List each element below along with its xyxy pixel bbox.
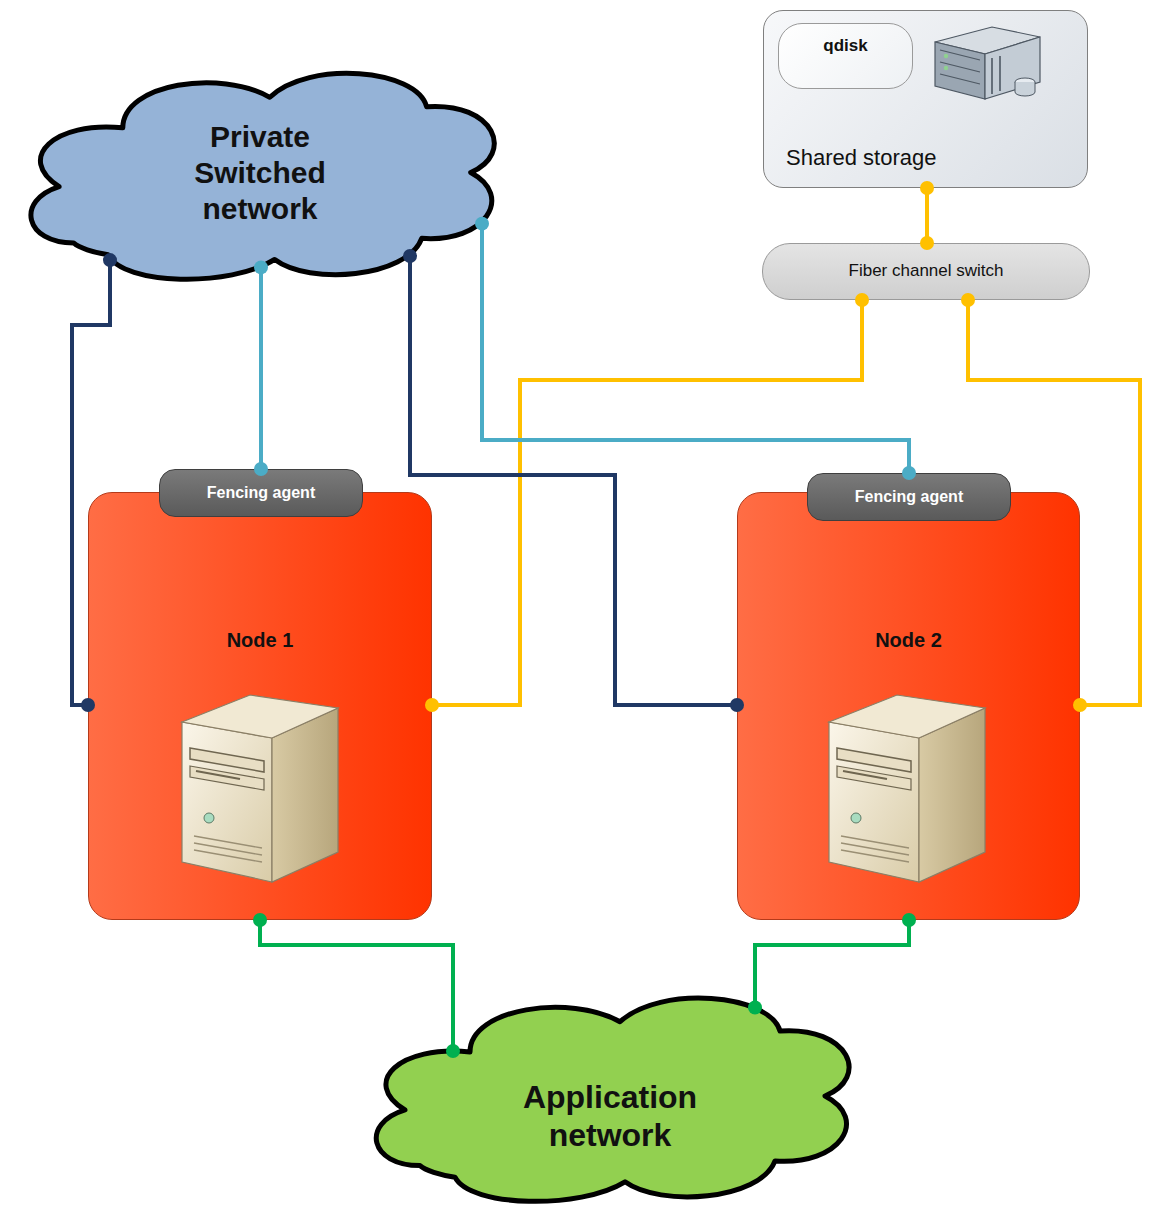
connector-dot: [1073, 698, 1087, 712]
switch-box: Fiber channel switch: [762, 243, 1090, 300]
fencing-agent-label: Fencing agent: [855, 487, 963, 506]
network-link: [410, 256, 737, 705]
network-cloud-label: Private Switched network: [175, 119, 345, 227]
connector-dot: [902, 466, 916, 480]
network-link: [755, 920, 909, 1007]
connector-dot: [730, 698, 744, 712]
switch-box-label: Fiber channel switch: [849, 261, 1004, 281]
connector-dot: [920, 181, 934, 195]
network-cloud: Application network: [360, 980, 860, 1212]
server-illustration: [182, 695, 338, 882]
network-cloud-label: Application network: [495, 1078, 725, 1155]
cloud-shape: [31, 73, 494, 279]
connector-dot: [961, 293, 975, 307]
server-illustration: [829, 695, 985, 882]
connector-dot: [254, 462, 268, 476]
cluster-node: Node 1Fencing agent: [88, 492, 432, 920]
connector-dot: [403, 249, 417, 263]
connector-dot: [446, 1044, 460, 1058]
network-link: [925, 188, 929, 243]
connector-dot: [253, 913, 267, 927]
connector-dot: [748, 1000, 762, 1014]
network-link: [260, 920, 453, 1051]
connector-dot: [902, 913, 916, 927]
connector-dot: [103, 253, 117, 267]
cluster-node-label: Node 1: [227, 628, 294, 652]
qdisk-box: qdisk: [778, 23, 913, 89]
connector-dot: [920, 236, 934, 250]
fencing-agent: Fencing agent: [159, 469, 363, 517]
storage-illustration: [935, 27, 1040, 99]
cloud-shape: [376, 998, 849, 1201]
qdisk-box-label: qdisk: [823, 36, 867, 56]
storage-box-label: Shared storage: [786, 145, 936, 171]
network-link: [259, 267, 263, 469]
connector-dot: [855, 293, 869, 307]
storage-box: Shared storage qdisk: [763, 10, 1088, 188]
fencing-agent-label: Fencing agent: [207, 483, 315, 502]
network-cloud: Private Switched network: [15, 55, 505, 290]
connector-dot: [425, 698, 439, 712]
connector-dot: [254, 260, 268, 274]
connector-dots: [81, 181, 1087, 1058]
cluster-node-label: Node 2: [875, 628, 942, 652]
fencing-agent: Fencing agent: [807, 473, 1011, 521]
cluster-node: Node 2Fencing agent: [737, 492, 1080, 920]
connector-dot: [475, 217, 489, 231]
connector-dot: [81, 698, 95, 712]
